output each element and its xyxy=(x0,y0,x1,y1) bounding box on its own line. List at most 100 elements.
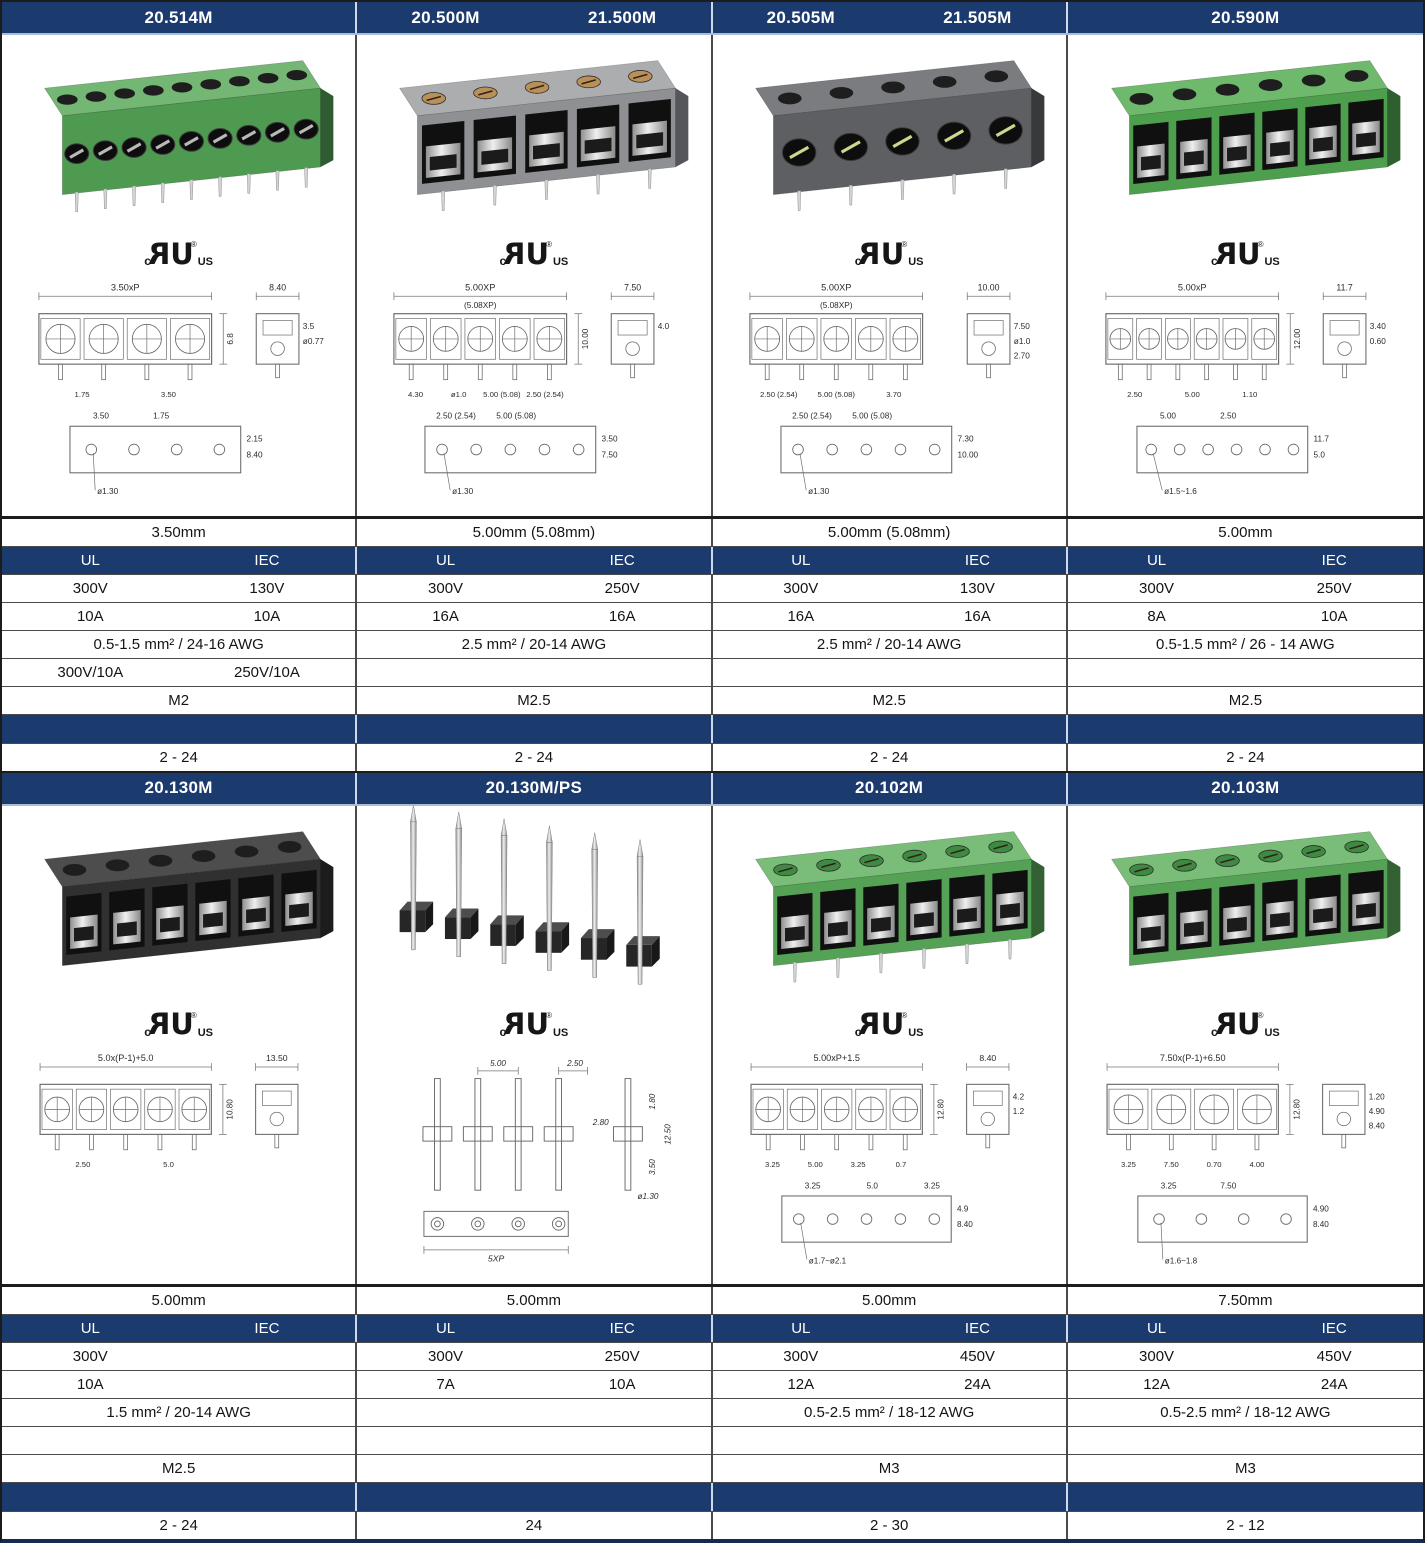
divider-row xyxy=(2,713,1423,743)
divider-cell xyxy=(357,1483,713,1511)
svg-text:4.2: 4.2 xyxy=(1012,1092,1024,1101)
approvals-cell xyxy=(713,658,1068,686)
screw-cell xyxy=(357,1455,713,1482)
svg-text:1.20: 1.20 xyxy=(1369,1092,1385,1101)
product-photo xyxy=(44,60,334,213)
svg-text:3.25: 3.25 xyxy=(850,1160,865,1169)
ul-logo: RU xyxy=(506,236,549,271)
svg-text:11.7: 11.7 xyxy=(1336,282,1352,292)
ul-us-label: US xyxy=(908,1026,924,1039)
svg-text:0.7: 0.7 xyxy=(895,1160,906,1169)
ul-us-label: US xyxy=(552,1026,569,1039)
model-number: 21.505M xyxy=(943,7,1012,27)
model-number: 20.514M xyxy=(144,7,213,27)
svg-text:4.90: 4.90 xyxy=(1369,1107,1385,1116)
ul-logo: RU xyxy=(1217,236,1261,271)
svg-text:2.70: 2.70 xyxy=(1013,351,1029,360)
screw-cell: M2.5 xyxy=(713,686,1068,714)
svg-text:5.0: 5.0 xyxy=(163,1160,174,1169)
svg-text:3.5: 3.5 xyxy=(303,322,315,331)
ul-c-label: c xyxy=(854,254,862,268)
svg-text:5XP: 5XP xyxy=(488,1253,505,1263)
svg-text:5.00: 5.00 xyxy=(490,1059,506,1068)
product-photo xyxy=(1110,830,1401,966)
svg-text:2.50 (2.54): 2.50 (2.54) xyxy=(792,411,832,420)
screw-cell: M2.5 xyxy=(1228,691,1263,709)
svg-text:12.80: 12.80 xyxy=(936,1098,945,1119)
screw-cell: M2.5 xyxy=(2,1455,358,1482)
svg-text:5.00: 5.00 xyxy=(1184,390,1199,399)
svg-text:2.50: 2.50 xyxy=(1220,411,1236,420)
registered-icon: ® xyxy=(546,1010,552,1020)
model-header-row: 20.130M 20.130M/PS 20.102M 20.103M xyxy=(2,770,1423,806)
ul-c-label: c xyxy=(144,1024,151,1039)
poles-cell: 2 - 30 xyxy=(713,1512,1068,1539)
svg-text:11.7: 11.7 xyxy=(1313,435,1329,444)
divider-cell xyxy=(713,714,1068,743)
ul-us-label: US xyxy=(197,1026,214,1039)
ul-us-label: US xyxy=(908,256,924,268)
ul-logo: RU xyxy=(861,1007,904,1041)
svg-text:4.90: 4.90 xyxy=(1313,1204,1329,1213)
svg-text:2.50: 2.50 xyxy=(1127,390,1142,399)
product-photo xyxy=(399,60,689,211)
svg-text:4.0: 4.0 xyxy=(658,322,670,331)
divider-cell xyxy=(1068,1483,1423,1511)
svg-text:7.50: 7.50 xyxy=(1220,1181,1236,1190)
svg-text:13.50: 13.50 xyxy=(266,1053,288,1063)
ul-us-label: US xyxy=(1264,1026,1280,1039)
svg-text:5.00: 5.00 xyxy=(807,1160,822,1169)
screw-cell: M3 xyxy=(713,1455,1068,1482)
svg-text:3.50: 3.50 xyxy=(93,411,109,420)
svg-text:8.40: 8.40 xyxy=(1313,1219,1329,1228)
screw-row: M2.5 M3 M3 xyxy=(2,1454,1423,1482)
svg-text:12.50: 12.50 xyxy=(664,1123,673,1144)
model-header-20102m: 20.102M xyxy=(713,772,1068,804)
svg-text:1.2: 1.2 xyxy=(1012,1107,1024,1116)
svg-text:6.8: 6.8 xyxy=(226,333,235,345)
svg-text:7.50: 7.50 xyxy=(602,450,618,459)
svg-text:2.50 (2.54): 2.50 (2.54) xyxy=(759,390,797,399)
registered-icon: ® xyxy=(190,240,197,249)
approvals-cell xyxy=(1068,659,1423,686)
ul-us-label: US xyxy=(552,256,569,268)
approvals-row xyxy=(2,1426,1423,1454)
poles-cell: 2 - 24 xyxy=(1226,748,1265,766)
svg-text:5.0x(P-1)+5.0: 5.0x(P-1)+5.0 xyxy=(98,1053,154,1063)
model-header-20130m: 20.130M xyxy=(2,772,358,804)
voltage-cell: 300V xyxy=(2,1343,358,1370)
divider-cell xyxy=(1068,715,1423,743)
approvals-cell xyxy=(357,658,713,686)
svg-text:8.40: 8.40 xyxy=(269,282,286,292)
ul-logo: RU xyxy=(861,236,904,271)
